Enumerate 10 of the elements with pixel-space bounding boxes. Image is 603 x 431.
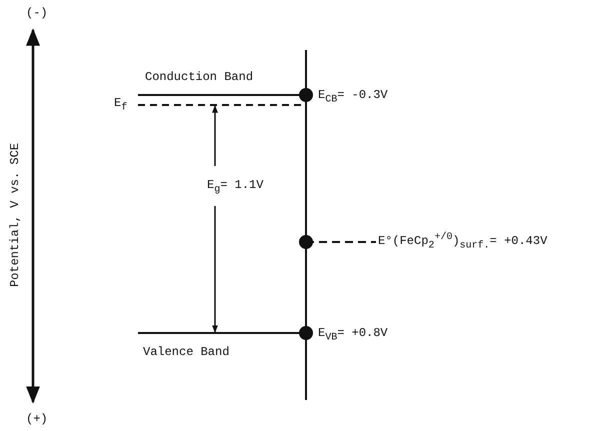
axis-end-label: (-) [26,6,48,20]
band-gap-label: E$_{g}$= 1.1V [207,178,264,196]
axis-title: Potential, V vs. SCE [8,143,22,288]
band-label: Conduction Band [145,70,254,84]
level-label: E$_{f}$ [114,96,128,114]
band-label: Valence Band [143,345,230,360]
axis-end-label: (+) [26,412,48,426]
level-label: E$_{VB}$= +0.8V [318,326,388,344]
level-label: E$_{CB}$= -0.3V [318,88,388,106]
level-label: E°(FeCp$_{2}$$^{+/0}$)$_{surf.}$= +0.43V [378,232,548,252]
